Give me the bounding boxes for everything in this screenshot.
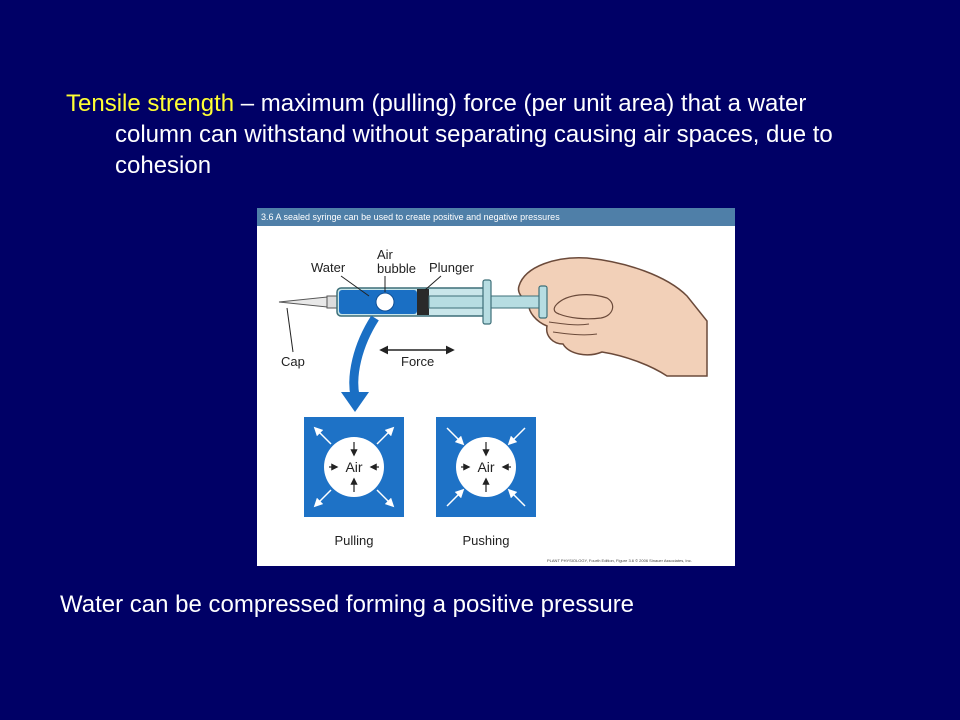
syringe-diagram: Water Air bubble Plunger Cap Force Air <box>278 247 708 563</box>
definition-line-3: cohesion <box>115 152 212 179</box>
footer-statement: Water can be compressed forming a positi… <box>60 591 635 618</box>
barrel-flange <box>482 279 492 325</box>
label-air-2: bubble <box>377 261 416 276</box>
thumb-shape <box>553 294 614 320</box>
plunger-end <box>538 285 548 319</box>
label-pushing: Pushing <box>463 533 510 548</box>
cap-shape <box>278 296 328 308</box>
zoom-arrow-head <box>341 392 369 412</box>
plunger-head <box>417 289 429 315</box>
finger-line <box>552 331 598 336</box>
air-bubble <box>375 292 395 312</box>
label-force: Force <box>401 354 434 369</box>
zoom-arrow <box>349 315 379 397</box>
definition-line-1-rest: – maximum (pulling) force (per unit area… <box>234 90 807 117</box>
pulling-air-label: Air <box>345 459 362 475</box>
label-air-1: Air <box>377 247 394 262</box>
syringe-figure: 3.6 A sealed syringe can be used to crea… <box>257 208 735 566</box>
pulling-panel: Air <box>302 415 406 519</box>
label-plunger: Plunger <box>429 260 474 275</box>
pushing-panel: Air <box>434 415 538 519</box>
term-tensile-strength: Tensile strength <box>66 90 235 117</box>
hand-shape <box>517 257 708 377</box>
label-cap: Cap <box>281 354 305 369</box>
label-pulling: Pulling <box>334 533 373 548</box>
definition-line-1: Tensile strength – maximum (pulling) for… <box>66 88 926 119</box>
label-water: Water <box>311 260 346 275</box>
definition-text: Tensile strength – maximum (pulling) for… <box>66 88 926 181</box>
finger-line-2 <box>548 321 590 326</box>
figure-credit: PLANT PHYSIOLOGY, Fourth Edition, Figure… <box>547 558 692 563</box>
definition-line-2: column can withstand without separating … <box>115 121 833 148</box>
pushing-air-label: Air <box>477 459 494 475</box>
figure-caption: 3.6 A sealed syringe can be used to crea… <box>257 208 735 226</box>
cap-collar <box>326 295 338 309</box>
